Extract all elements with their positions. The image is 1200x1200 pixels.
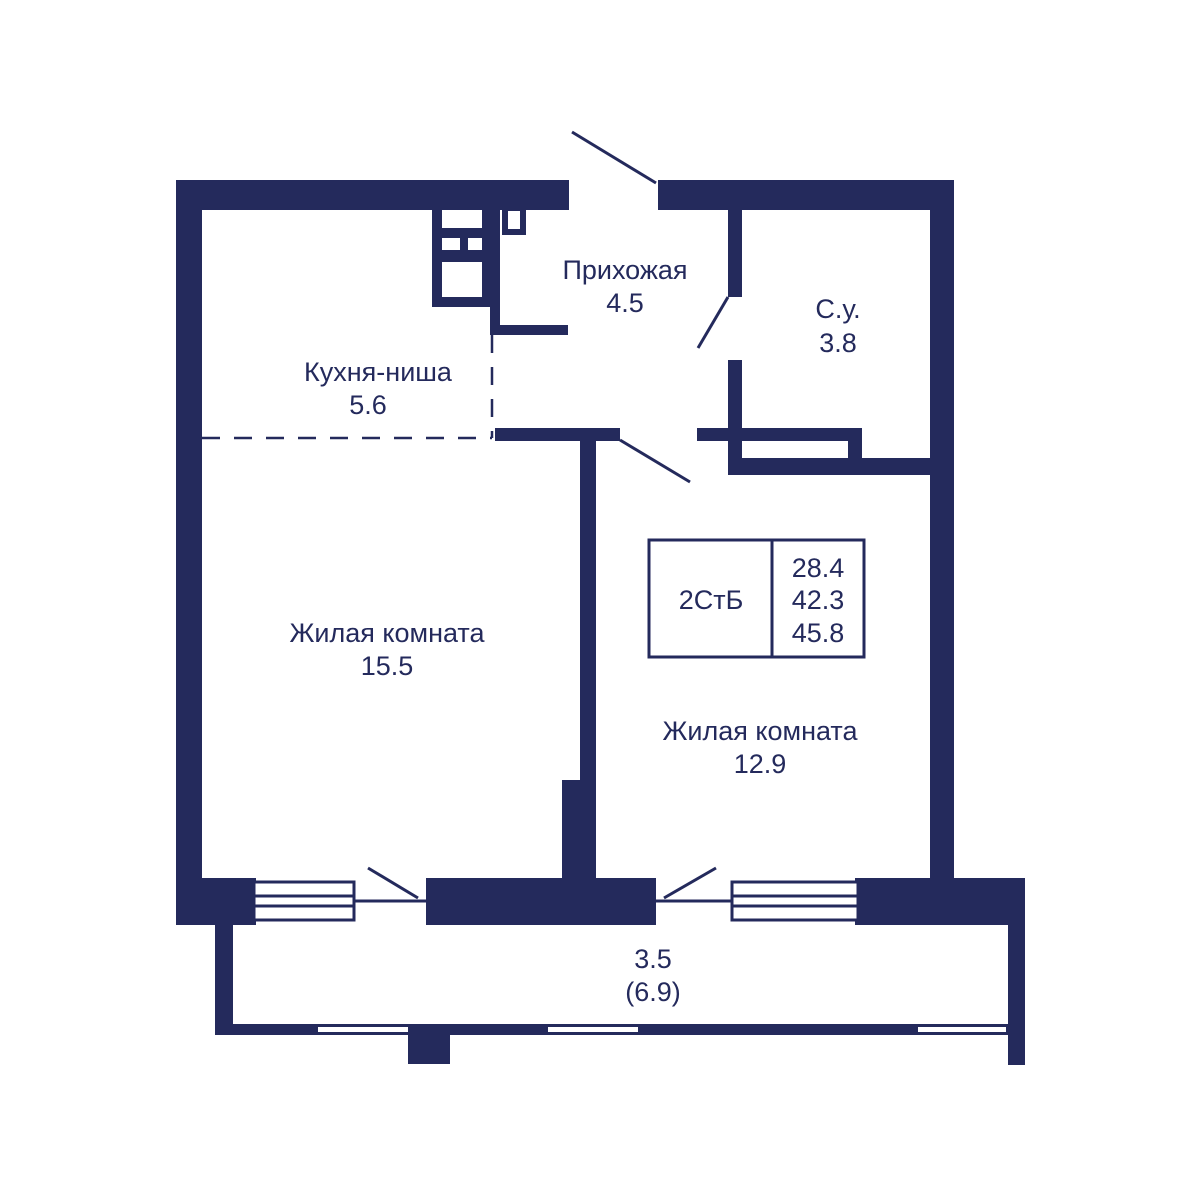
kitchen-boundary — [202, 335, 494, 440]
balcony-outline — [215, 925, 1025, 1065]
room-area: 12.9 — [734, 749, 787, 779]
room-name: Жилая комната — [289, 618, 485, 648]
room-bathroom: С.у. 3.8 — [815, 294, 860, 358]
room-balcony: 3.5 (6.9) — [625, 944, 681, 1007]
room-name: Кухня-ниша — [304, 357, 453, 387]
room-area: 15.5 — [361, 651, 414, 681]
room-area: 5.6 — [349, 390, 387, 420]
room-name: Прихожая — [562, 255, 687, 285]
apartment-type: 2СтБ — [679, 585, 744, 615]
room-hallway: Прихожая 4.5 — [562, 255, 687, 318]
balcony-area-full: (6.9) — [625, 977, 681, 1007]
outer-walls — [176, 180, 1025, 925]
door-swings — [367, 130, 730, 900]
room-area: 4.5 — [606, 288, 644, 318]
room-kitchen: Кухня-ниша 5.6 — [304, 357, 453, 420]
room-name: С.у. — [815, 294, 860, 324]
room-name: Жилая комната — [662, 716, 858, 746]
room-living-left: Жилая комната 15.5 — [289, 618, 485, 681]
summary-box: 2СтБ 28.4 42.3 45.8 — [647, 538, 866, 659]
room-living-right: Жилая комната 12.9 — [662, 716, 858, 779]
living-area-value: 28.4 — [792, 553, 845, 583]
window-left — [252, 880, 426, 922]
interior-walls — [432, 207, 933, 888]
balcony-area: 3.5 — [634, 944, 672, 974]
total-area-value: 42.3 — [792, 585, 845, 615]
window-right — [656, 880, 860, 922]
room-area: 3.8 — [819, 328, 857, 358]
total-with-balcony-value: 45.8 — [792, 618, 845, 648]
